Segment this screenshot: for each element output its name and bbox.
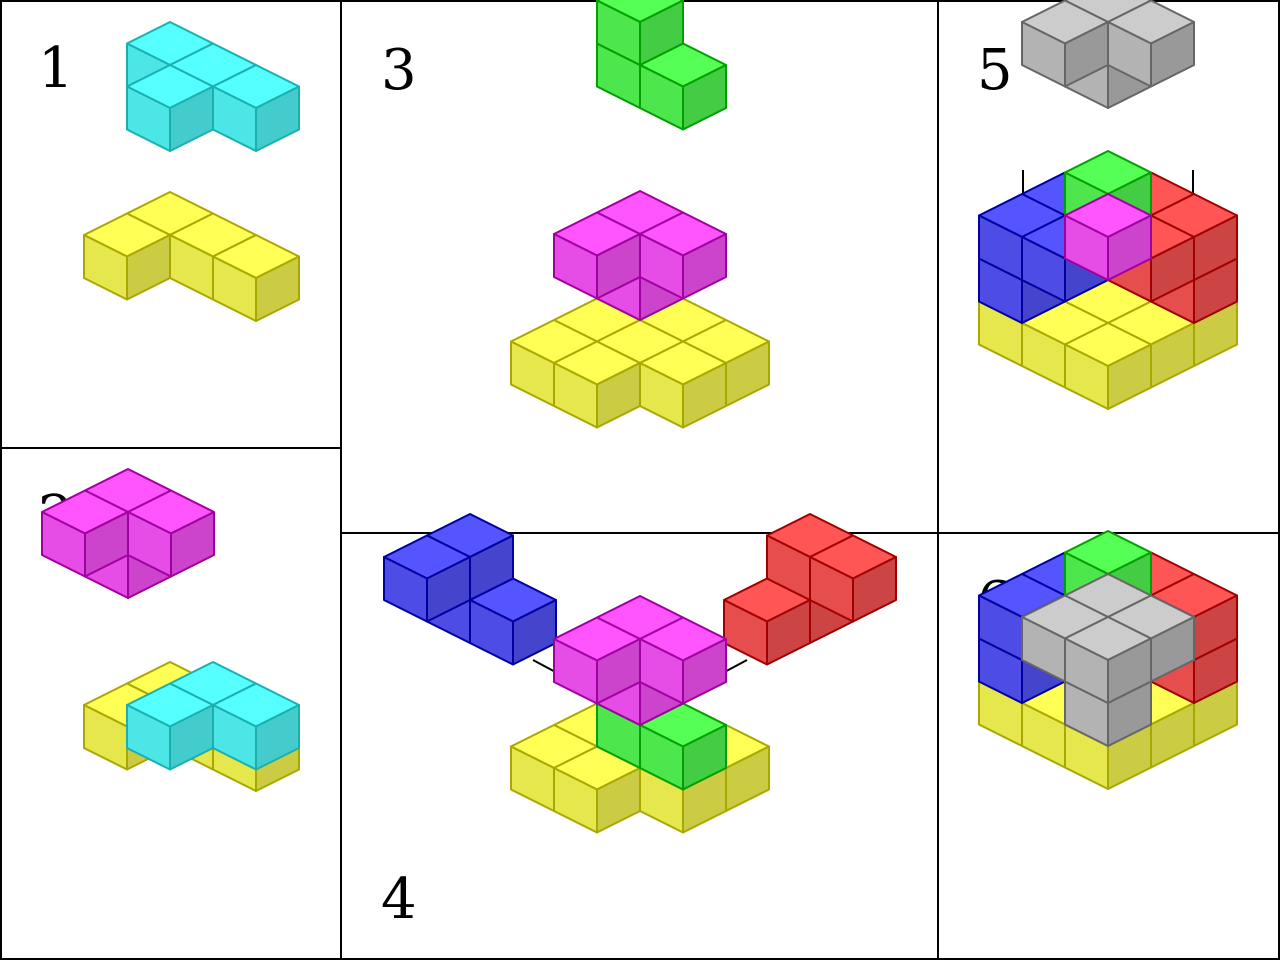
- cube-right-face: [1064, 21, 1109, 88]
- cube-right-face: [596, 638, 641, 705]
- step-number-4: 4: [381, 867, 417, 932]
- cube-right-face: [1107, 214, 1152, 281]
- cube-right-face: [512, 599, 557, 666]
- step-number-3: 3: [381, 38, 417, 103]
- panel-step-1: [83, 21, 300, 322]
- blue-piece: [383, 513, 557, 666]
- cube-right-face: [170, 511, 215, 578]
- cube-right-face: [682, 233, 727, 300]
- cube-right-face: [169, 704, 214, 771]
- step-number-1: 1: [38, 36, 74, 101]
- cube-right-face: [255, 255, 300, 322]
- cube-right-face: [596, 233, 641, 300]
- cube-right-face: [682, 638, 727, 705]
- cube-right-face: [682, 362, 727, 429]
- panel-step-3: [510, 0, 770, 429]
- magenta-piece-stack: [553, 595, 727, 726]
- cube-right-face: [852, 556, 897, 623]
- red-piece: [723, 513, 897, 666]
- yellow-cyan-base: [510, 276, 770, 429]
- cube-right-face: [639, 0, 684, 66]
- gray-piece: [1021, 0, 1195, 109]
- gray-piece-placed: [1021, 573, 1195, 747]
- cube-right-face: [1107, 637, 1152, 704]
- magenta-piece-top: [1064, 193, 1152, 281]
- cube-right-face: [596, 362, 641, 429]
- cube-right-face: [84, 511, 129, 578]
- magenta-piece-placed: [553, 190, 727, 321]
- cyan-t-piece-placed: [126, 661, 300, 771]
- cyan-t-piece: [126, 21, 300, 152]
- cube-right-face: [1107, 343, 1152, 410]
- cube-right-face: [682, 64, 727, 131]
- panel-step-4: [383, 513, 897, 834]
- cube-right-face: [126, 234, 171, 301]
- yellow-l-piece: [83, 191, 300, 322]
- magenta-piece: [41, 468, 215, 599]
- cube-right-face: [255, 85, 300, 152]
- cube-right-face: [596, 767, 641, 834]
- cube-right-face: [1150, 21, 1195, 88]
- step-number-5: 5: [977, 38, 1013, 103]
- panel-step-5: [978, 0, 1238, 410]
- cube-right-face: [426, 556, 471, 623]
- panel-step-2: [41, 468, 300, 792]
- cube-right-face: [169, 85, 214, 152]
- green-v-piece: [596, 0, 727, 131]
- cube-right-face: [682, 724, 727, 791]
- cube-right-face: [766, 599, 811, 666]
- cube-right-face: [255, 704, 300, 771]
- panel-step-6: [978, 530, 1238, 790]
